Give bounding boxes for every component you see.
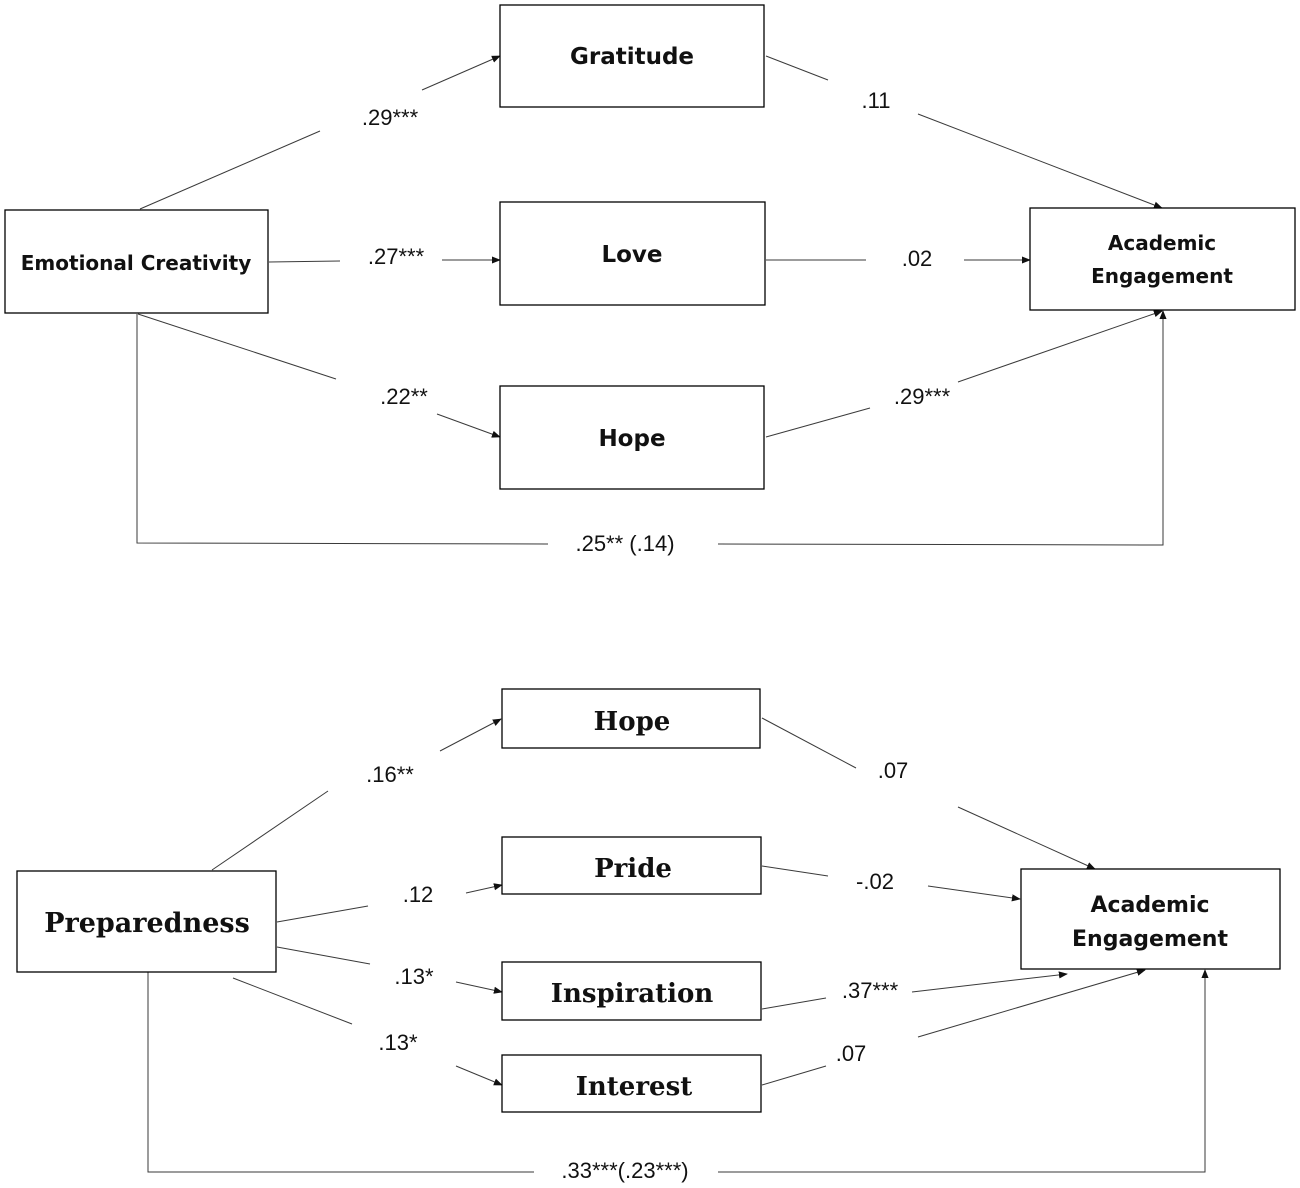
- bottom-mediator-2-label: Pride: [594, 854, 672, 884]
- bottom-edge-pride-ae-b: [927, 885, 1021, 902]
- bottom-edge-prep-pride-a: [276, 905, 369, 923]
- bottom-edge-interest-ae-a: [761, 1065, 827, 1086]
- bottom-coef-a1: .16**: [366, 762, 414, 787]
- bottom-coef-a4: .13*: [378, 1030, 418, 1055]
- bottom-mediator-pride-box: [501, 836, 762, 895]
- bottom-edge-prep-interest-b: [455, 1065, 503, 1086]
- bottom-edge-prep-inspiration-b: [455, 981, 503, 994]
- bottom-coef-a3: .13*: [394, 964, 434, 989]
- bottom-edge-inspiration-ae-b: [911, 971, 1068, 993]
- bottom-edge-total-b: [718, 969, 1209, 1173]
- bottom-mediator-inspiration-box: [501, 961, 762, 1021]
- bottom-edge-prep-interest-a: [232, 977, 353, 1025]
- bottom-edge-prep-pride-b: [465, 883, 503, 894]
- bottom-edge-pride-ae-a: [761, 865, 829, 877]
- bottom-mediator-1-label: Hope: [594, 707, 671, 737]
- bottom-edge-prep-hope-a: [211, 790, 329, 871]
- top-coef-b3: .29***: [894, 384, 951, 409]
- top-predictor-box: [4, 209, 269, 314]
- top-edge-gratitude-ae-b: [917, 113, 1163, 209]
- bottom-edge-total-a: [147, 972, 534, 1173]
- top-edge-ec-hope-b: [436, 413, 501, 438]
- bottom-coef-a2: .12: [403, 882, 434, 907]
- top-coef-a1: .29***: [362, 105, 419, 130]
- top-outcome-label-line1: Academic: [1108, 231, 1216, 255]
- top-mediator-3-label: Hope: [598, 426, 665, 452]
- bottom-mediator-3-label: Inspiration: [551, 979, 714, 1009]
- bottom-edge-prep-inspiration-a: [276, 946, 371, 965]
- bottom-predictor-box: [16, 870, 277, 973]
- bottom-predictor-label: Preparedness: [44, 908, 250, 939]
- bottom-outcome-label-line2: Engagement: [1072, 927, 1228, 952]
- bottom-mediator-interest-box: [501, 1054, 762, 1113]
- bottom-mediator-4-label: Interest: [576, 1072, 693, 1102]
- bottom-model: Preparedness Hope Pride Inspiration Inte…: [16, 688, 1281, 1183]
- bottom-coef-b1: .07: [878, 758, 909, 783]
- bottom-coef-b4: .07: [836, 1041, 867, 1066]
- bottom-edge-hope-ae-a: [761, 717, 857, 769]
- top-outcome-label-line2: Engagement: [1091, 264, 1233, 288]
- bottom-coef-b2: -.02: [856, 869, 894, 894]
- bottom-outcome-box: [1020, 868, 1281, 970]
- top-outcome-box: [1029, 207, 1296, 311]
- top-mediator-love-box: [499, 201, 766, 306]
- bottom-edge-hope-ae-b: [957, 806, 1096, 870]
- bottom-edge-inspiration-ae-a: [761, 997, 827, 1010]
- bottom-mediator-hope-box: [501, 688, 761, 749]
- top-mediator-1-label: Gratitude: [570, 44, 694, 70]
- top-coef-b1: .11: [862, 88, 891, 113]
- top-mediator-2-label: Love: [601, 242, 662, 268]
- top-edge-total-b: [717, 310, 1167, 546]
- top-coef-a3: .22**: [380, 384, 428, 409]
- top-edge-total-a: [136, 314, 549, 545]
- top-mediator-gratitude-box: [499, 4, 765, 108]
- bottom-edge-prep-hope-b: [439, 718, 502, 752]
- top-edge-ec-love-a: [268, 260, 341, 263]
- top-coef-total: .25** (.14): [575, 531, 674, 556]
- top-mediator-hope-box: [499, 385, 765, 490]
- top-edge-ec-gratitude-a: [139, 130, 321, 210]
- top-coef-a2: .27***: [368, 244, 425, 269]
- top-coef-b2: .02: [902, 246, 933, 271]
- bottom-coef-b3: .37***: [842, 978, 899, 1003]
- top-edge-hope-ae-a: [765, 407, 871, 438]
- top-edge-ec-gratitude-b: [421, 55, 501, 91]
- bottom-coef-total: .33***(.23***): [561, 1158, 688, 1183]
- top-edge-gratitude-ae-a: [765, 55, 829, 81]
- top-edge-ec-hope-a: [137, 313, 337, 380]
- top-predictor-label: Emotional Creativity: [21, 251, 251, 275]
- top-model: Emotional Creativity Gratitude Love Hope…: [4, 4, 1296, 556]
- top-edge-hope-ae-b: [957, 310, 1163, 383]
- bottom-outcome-label-line1: Academic: [1090, 893, 1209, 918]
- bottom-edge-interest-ae-b: [917, 968, 1146, 1038]
